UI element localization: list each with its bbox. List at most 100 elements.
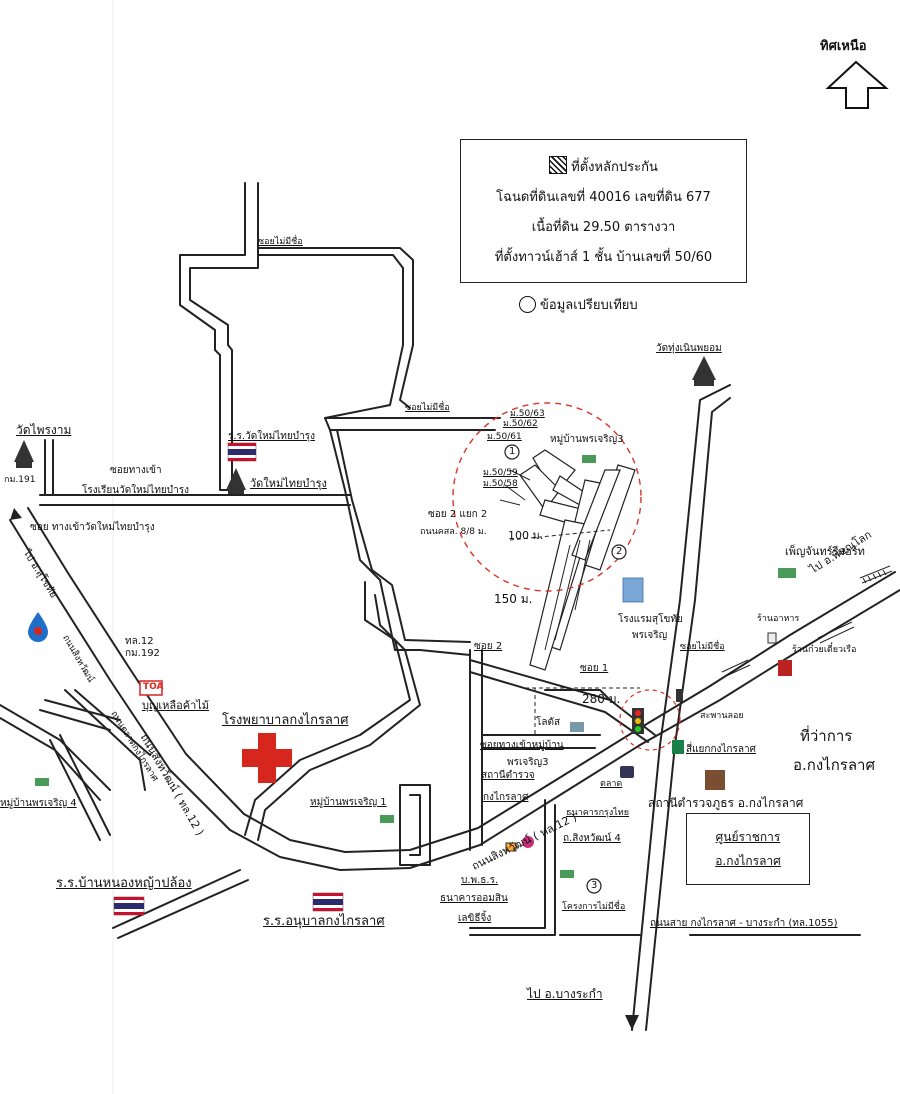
label-soi-mimue-mid: ซอยไม่มีชื่อ [405, 403, 450, 413]
shop-icon [778, 660, 792, 676]
legend-line2: เนื้อที่ดิน 29.50 ตารางวา [531, 220, 676, 235]
label-wat-thung: วัดทุ่งเนินพยอม [656, 343, 722, 354]
label-km192: กม.192 [125, 648, 160, 659]
label-bank-store: บ.พ.ธ.ร. [461, 875, 499, 886]
legend-marker-label: ที่ตั้งหลักประกัน [571, 160, 658, 175]
label-police-station: สถานีตำรวจภูธร อ.กงไกรลาศ [648, 796, 804, 810]
label-soi-mimue-top: ซอยไม่มีชื่อ [258, 237, 303, 247]
toa-sign-icon [139, 680, 163, 696]
label-toa: TOA [143, 682, 164, 692]
hospital-cross-icon [242, 733, 292, 783]
fuel-station-icon [28, 612, 48, 642]
marker-3-number: 3 [591, 880, 598, 891]
police-icon [705, 770, 725, 790]
label-m50-63: ม.50/63 [510, 409, 545, 419]
label-school-anuban: ร.ร.อนุบาลกงไกรลาศ [263, 914, 385, 929]
traffic-light-icon [676, 689, 683, 702]
gov-center-line1: ศูนย์ราชการ [715, 830, 781, 844]
label-soi-school-2: โรงเรียนวัดใหม่ไทยบำรุง [82, 485, 189, 496]
label-wat-mai: วัดใหม่ไทยบำรุง [250, 477, 327, 490]
flag-icon [312, 892, 344, 912]
label-dist-100: 100 ม. [508, 529, 544, 542]
label-village3: หมู่บ้านพรเจริญ3 [550, 434, 624, 445]
marker-1-number: 1 [509, 446, 516, 457]
label-soi2-line2: ถนนคสล. 8/8 ม. [420, 527, 487, 537]
townhouse-blocks [519, 449, 636, 671]
label-hotel: โรงแรมสุโขทัย [618, 614, 683, 625]
small-sign-icon [767, 632, 777, 644]
legend-compare-label: ข้อมูลเปรียบเทียบ [540, 298, 638, 313]
label-police-small-1: สถานีตำรวจ [481, 770, 535, 781]
label-hospital: โรงพยาบาลกงไกรลาศ [222, 713, 349, 728]
arrow-head-icon [10, 508, 22, 520]
label-soi1: ซอย 1 [580, 663, 609, 674]
north-arrow-icon [825, 60, 889, 109]
intersection-radius-circle [619, 689, 681, 751]
bank-icon [522, 836, 534, 848]
gov-center-line2: อ.กงไกรลาศ [715, 854, 781, 868]
marker-1 [504, 444, 520, 460]
label-soi-school-1: ซอยทางเข้า [110, 465, 162, 476]
village-icon [35, 455, 796, 878]
label-village1: หมู่บ้านพรเจริญ 1 [310, 797, 387, 808]
label-sign-left: เลขิธีจิ้ง [458, 913, 492, 924]
label-district-office-2: อ.กงไกรลาศ [793, 756, 876, 774]
label-lotus: โลตัส [536, 717, 561, 728]
label-hotel-2: พรเจริญ [632, 630, 668, 641]
label-resort: เพ็ญจันทร์รีสอร์ท [785, 545, 865, 558]
marker-3 [586, 878, 602, 894]
label-soi2: ซอย 2 [474, 641, 503, 652]
label-school-wat-mai: ร.ร.วัดใหม่ไทยบำรุง [228, 431, 315, 442]
label-district-office-1: ที่ว่าการ [800, 727, 853, 745]
label-project-nameless: โครงการไม่มีชื่อ [562, 902, 626, 912]
marker-2 [611, 544, 627, 560]
highway-road [9, 519, 641, 871]
label-noodle: ร้านก๋วยเตี๋ยวเรือ [792, 645, 857, 655]
label-dist-280: 280 ม. [582, 692, 621, 706]
label-m50-61: ม.50/61 [487, 432, 522, 442]
label-tl12: ทล.12 [125, 636, 154, 647]
flag-icon [113, 896, 145, 916]
label-police-small-2: กงไกรลาศ [483, 792, 529, 803]
compare-circle-icon [519, 296, 536, 313]
legend-box: ที่ตั้งหลักประกัน โฉนดที่ดินเลขที่ 40016… [460, 139, 747, 283]
label-krungthai: ธนาคารกรุงไทย [566, 808, 630, 818]
flag-icon [227, 442, 257, 462]
pedestrian-bridge-icon [721, 565, 893, 678]
temple-icon [14, 440, 34, 468]
label-m50-58: ม.50/58 [483, 479, 518, 489]
label-restaurant: ร้านอาหาร [757, 614, 800, 624]
shop-icon [570, 722, 584, 732]
legend-line3: ที่ตั้งทาวน์เฮ้าส์ 1 ชั้น บ้านเลขที่ 50/… [494, 250, 713, 265]
subject-radius-circle [452, 402, 642, 592]
store-icon [620, 766, 634, 778]
label-soi-entry-1: ซอยทางเข้าหมู่บ้าน [480, 740, 564, 751]
traffic-light-icon [632, 708, 644, 734]
label-to-bangrakam: ไป อ.บางระกำ [527, 987, 603, 1001]
label-soi-mimue-right: ซอยไม่มีชื่อ [680, 642, 725, 652]
government-center-box: ศูนย์ราชการ อ.กงไกรลาศ [686, 813, 810, 885]
label-school-nong: ร.ร.บ้านหนองหญ้าปล้อง [56, 876, 192, 891]
marker-2-number: 2 [616, 546, 623, 557]
label-market: ตลาด [600, 779, 623, 789]
temple-icon [226, 468, 246, 494]
label-mint: สะพานลอย [700, 711, 744, 721]
legend-compare-row: ข้อมูลเปรียบเทียบ [519, 296, 638, 313]
north-label: ทิศเหนือ [820, 39, 867, 54]
label-soi-wat-mai: ซอย ทางเข้าวัดใหม่ไทยบำรุง [30, 522, 155, 533]
label-gsb: ธนาคารออมสิน [440, 893, 508, 904]
label-m50-62: ม.50/62 [503, 419, 538, 429]
seven-eleven-icon [672, 740, 684, 754]
arrow-head-icon [625, 1015, 639, 1030]
legend-line1: โฉนดที่ดินเลขที่ 40016 เลขที่ดิน 677 [496, 190, 711, 205]
temple-icon [692, 356, 716, 386]
hotel-icon [622, 577, 644, 603]
legend-marker-row: ที่ตั้งหลักประกัน [461, 156, 746, 177]
small-sign-icon [505, 842, 517, 852]
label-soi2-line1: ซอย 2 แยก 2 [428, 509, 488, 520]
label-road-bangrakam: ถนนสาย กงไกรลาศ - บางระกำ (ทล.1055) [650, 918, 838, 929]
label-dist-150: 150 ม. [494, 592, 533, 606]
label-village4: หมู่บ้านพรเจริญ 4 [0, 798, 77, 809]
label-soi-entry-2: พรเจริญ3 [507, 757, 549, 768]
